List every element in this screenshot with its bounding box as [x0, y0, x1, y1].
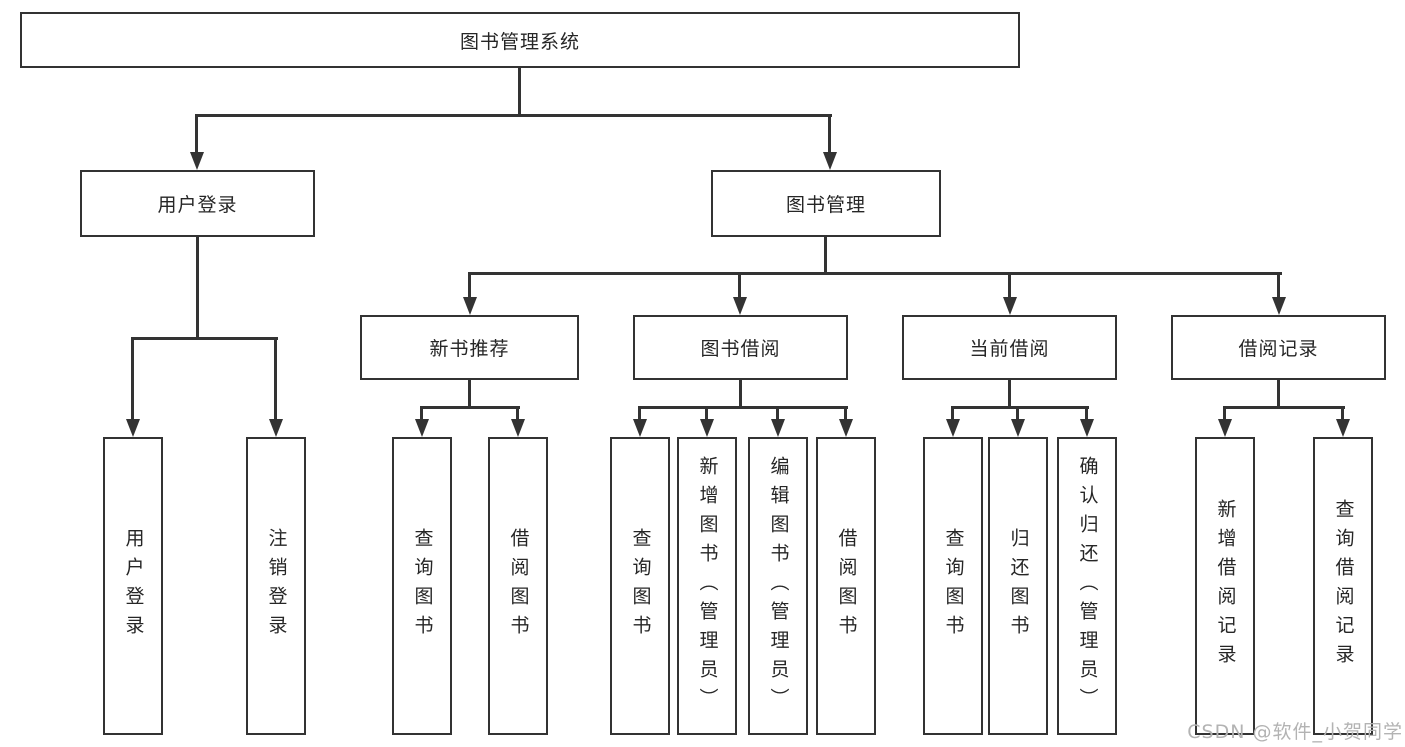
arrowhead-down-icon — [269, 419, 283, 437]
arrowhead-down-icon — [1011, 419, 1025, 437]
arrowhead-down-icon — [1218, 419, 1232, 437]
connector-line — [468, 272, 471, 299]
connector-line — [195, 114, 198, 154]
leaf-edit-books-admin-label: 编辑图书（管理员） — [767, 455, 790, 717]
leaf-edit-books-admin: 编辑图书（管理员） — [748, 437, 808, 735]
leaf-borrow-books-label: 借阅图书 — [835, 528, 858, 644]
connector-line — [196, 237, 199, 337]
node-current-borrowing-label: 当前借阅 — [969, 338, 1050, 360]
connector-line — [1223, 406, 1345, 409]
connector-line — [1341, 406, 1344, 421]
connector-line — [705, 406, 708, 421]
arrowhead-down-icon — [700, 419, 714, 437]
leaf-query-books-borrowing: 查询图书 — [610, 437, 670, 735]
connector-line — [420, 406, 423, 421]
node-book-management-label: 图书管理 — [785, 194, 866, 216]
leaf-borrow-books-recommend: 借阅图书 — [488, 437, 548, 735]
connector-line — [951, 406, 1089, 409]
arrowhead-down-icon — [946, 419, 960, 437]
arrowhead-down-icon — [633, 419, 647, 437]
arrowhead-down-icon — [190, 152, 204, 170]
arrowhead-down-icon — [771, 419, 785, 437]
connector-line — [468, 272, 1282, 275]
leaf-user-login-label: 用户登录 — [122, 528, 145, 644]
connector-line — [844, 406, 847, 421]
connector-line — [776, 406, 779, 421]
node-book-management: 图书管理 — [711, 170, 941, 237]
connector-line — [1085, 406, 1088, 421]
leaf-confirm-return-admin: 确认归还（管理员） — [1057, 437, 1117, 735]
connector-line — [1008, 272, 1011, 299]
leaf-logout: 注销登录 — [246, 437, 306, 735]
leaf-add-borrow-record-label: 新增借阅记录 — [1214, 499, 1237, 673]
connector-line — [951, 406, 954, 421]
connector-line — [196, 114, 832, 117]
connector-line — [824, 237, 827, 272]
connector-line — [638, 406, 848, 409]
leaf-confirm-return-admin-label: 确认归还（管理员） — [1076, 455, 1099, 717]
arrowhead-down-icon — [733, 297, 747, 315]
leaf-borrow-books-recommend-label: 借阅图书 — [507, 528, 530, 644]
node-new-book-recommendation-label: 新书推荐 — [429, 338, 510, 360]
leaf-query-books-current-label: 查询图书 — [942, 528, 965, 644]
connector-line — [1008, 380, 1011, 407]
connector-line — [739, 380, 742, 407]
leaf-add-books-admin-label: 新增图书（管理员） — [696, 455, 719, 717]
arrowhead-down-icon — [839, 419, 853, 437]
node-user-login-label: 用户登录 — [157, 194, 238, 216]
node-current-borrowing: 当前借阅 — [902, 315, 1117, 380]
leaf-query-books-current: 查询图书 — [923, 437, 983, 735]
arrowhead-down-icon — [1003, 297, 1017, 315]
leaf-query-borrow-record-label: 查询借阅记录 — [1332, 499, 1355, 673]
connector-line — [738, 272, 741, 299]
leaf-query-books-borrowing-label: 查询图书 — [629, 528, 652, 644]
node-borrowing-records: 借阅记录 — [1171, 315, 1386, 380]
node-book-borrowing: 图书借阅 — [633, 315, 848, 380]
node-user-login: 用户登录 — [80, 170, 315, 237]
node-library-system-label: 图书管理系统 — [459, 30, 580, 53]
arrowhead-down-icon — [1272, 297, 1286, 315]
csdn-watermark: CSDN @软件_小贺同学 — [1187, 721, 1403, 743]
leaf-query-books-recommend-label: 查询图书 — [411, 528, 434, 644]
connector-line — [1277, 380, 1280, 407]
leaf-return-books: 归还图书 — [988, 437, 1048, 735]
connector-line — [132, 337, 278, 340]
connector-line — [468, 380, 471, 407]
connector-line — [131, 337, 134, 421]
connector-line — [828, 114, 831, 154]
leaf-add-books-admin: 新增图书（管理员） — [677, 437, 737, 735]
leaf-add-borrow-record: 新增借阅记录 — [1195, 437, 1255, 735]
connector-line — [1277, 272, 1280, 299]
leaf-borrow-books: 借阅图书 — [816, 437, 876, 735]
arrowhead-down-icon — [463, 297, 477, 315]
connector-line — [518, 68, 521, 114]
leaf-return-books-label: 归还图书 — [1007, 528, 1030, 644]
node-borrowing-records-label: 借阅记录 — [1238, 338, 1319, 360]
arrowhead-down-icon — [823, 152, 837, 170]
leaf-query-books-recommend: 查询图书 — [392, 437, 452, 735]
node-library-system: 图书管理系统 — [20, 12, 1020, 68]
leaf-user-login: 用户登录 — [103, 437, 163, 735]
connector-line — [638, 406, 641, 421]
node-new-book-recommendation: 新书推荐 — [360, 315, 579, 380]
arrowhead-down-icon — [511, 419, 525, 437]
arrowhead-down-icon — [1336, 419, 1350, 437]
arrowhead-down-icon — [126, 419, 140, 437]
connector-line — [274, 337, 277, 421]
leaf-logout-label: 注销登录 — [265, 528, 288, 644]
connector-line — [420, 406, 520, 409]
connector-line — [1223, 406, 1226, 421]
leaf-query-borrow-record: 查询借阅记录 — [1313, 437, 1373, 735]
arrowhead-down-icon — [415, 419, 429, 437]
node-book-borrowing-label: 图书借阅 — [700, 338, 781, 360]
connector-line — [1016, 406, 1019, 421]
connector-line — [516, 406, 519, 421]
arrowhead-down-icon — [1080, 419, 1094, 437]
